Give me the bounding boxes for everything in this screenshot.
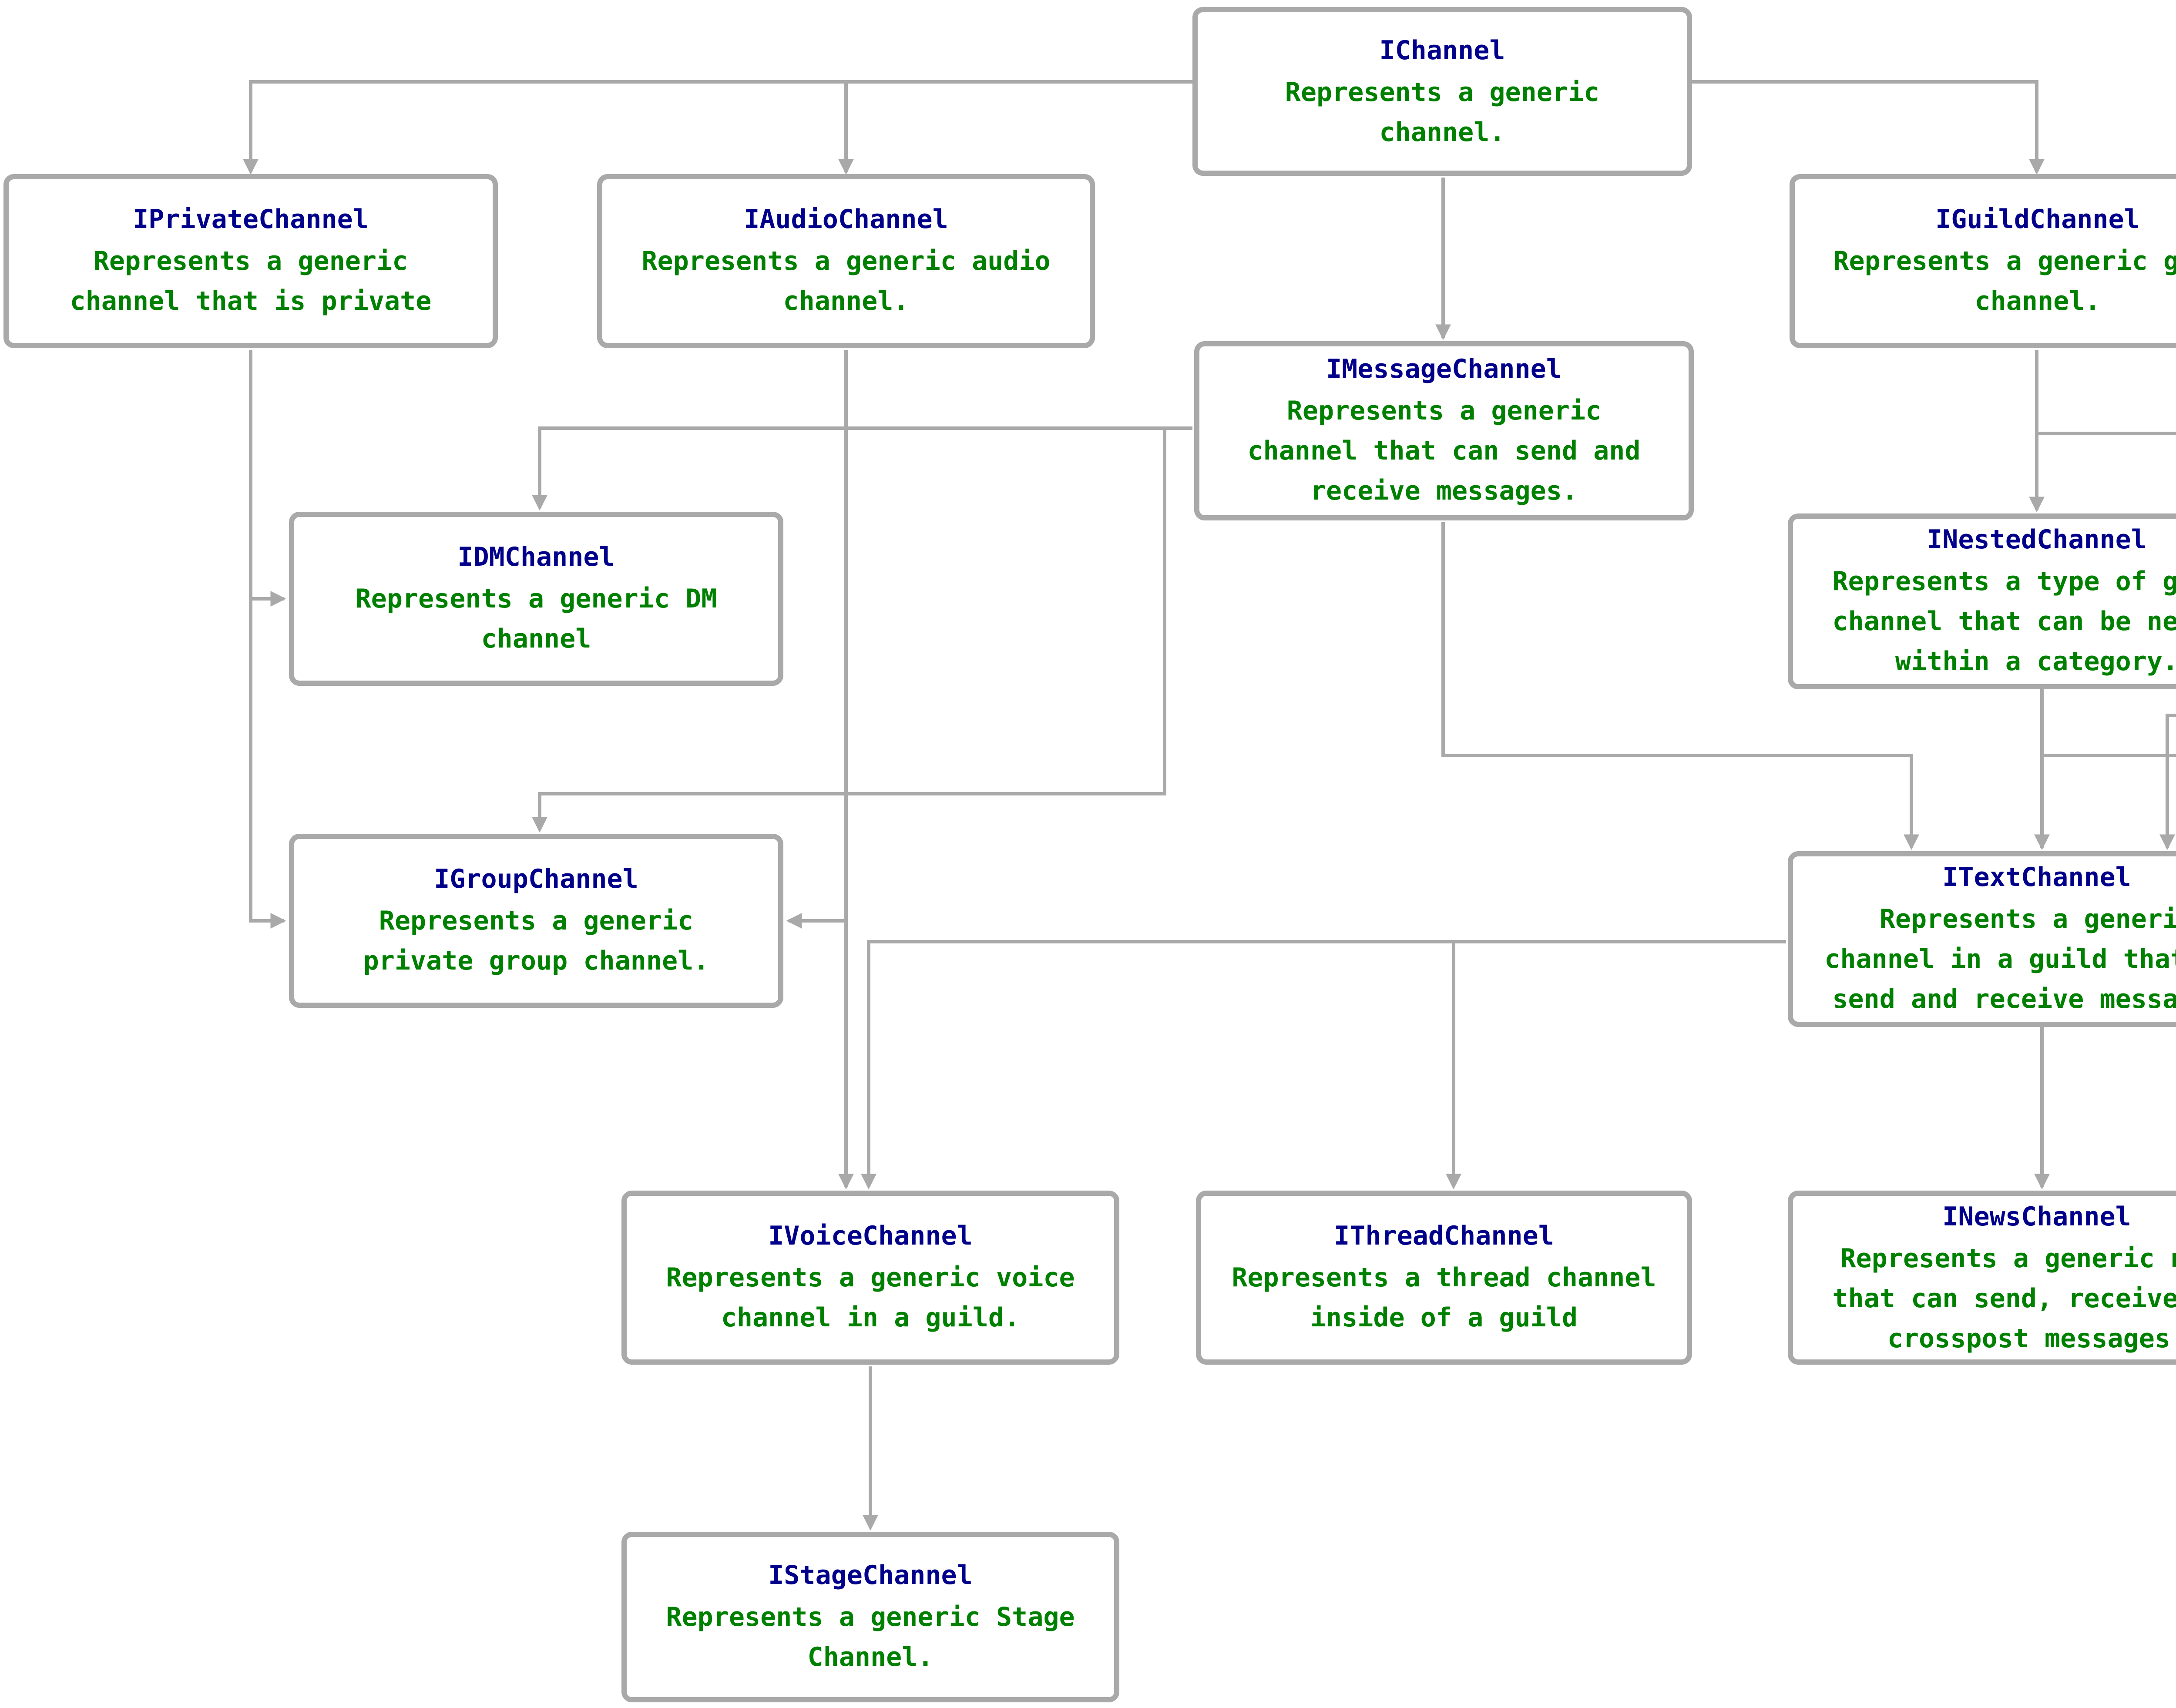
node-description: Represents a generic Stage Channel. bbox=[666, 1601, 1075, 1673]
node-description: Represents a thread channel inside of a … bbox=[1232, 1262, 1656, 1333]
edge-iprivatechannel-igroupchannel bbox=[249, 350, 286, 929]
edge-imessagechannel-itextchannel bbox=[1441, 522, 1919, 850]
node-igroupchannel: IGroupChannel Represents a generic priva… bbox=[289, 834, 783, 1008]
node-inewschannel: INewsChannel Represents a generic news t… bbox=[1788, 1191, 2176, 1365]
node-description: Represents a type of guild channel that … bbox=[1832, 566, 2176, 677]
node-istagechannel: IStageChannel Represents a generic Stage… bbox=[621, 1532, 1119, 1702]
node-iaudiochannel: IAudioChannel Represents a generic audio… bbox=[597, 174, 1095, 348]
node-title: IDMChannel bbox=[457, 541, 615, 573]
node-title: IMessageChannel bbox=[1326, 353, 1562, 385]
node-title: ITextChannel bbox=[1942, 862, 2131, 893]
node-title: IStageChannel bbox=[768, 1560, 973, 1591]
node-title: IVoiceChannel bbox=[768, 1220, 973, 1252]
node-idmchannel: IDMChannel Represents a generic DM chann… bbox=[289, 512, 783, 686]
node-title: IThreadChannel bbox=[1334, 1220, 1554, 1252]
node-title: IGuildChannel bbox=[1935, 204, 2140, 235]
node-description: Represents a generic news that can send,… bbox=[1832, 1242, 2176, 1353]
node-description: Represents a generic channel. bbox=[1285, 76, 1600, 147]
edge-itextchannel-ivoicechannel bbox=[861, 940, 1786, 1190]
edge-ichannel-iaudiochannel bbox=[838, 80, 1192, 175]
edge-imessagechannel-igroupchannel bbox=[532, 428, 1166, 833]
node-title: IGroupChannel bbox=[434, 863, 638, 895]
node-description: Represents a generic DM channel bbox=[355, 583, 717, 654]
node-imessagechannel: IMessageChannel Represents a generic cha… bbox=[1194, 341, 1694, 520]
node-ichannel: IChannel Represents a generic channel. bbox=[1192, 7, 1692, 176]
node-title: INestedChannel bbox=[1927, 524, 2147, 555]
edge-iprivatechannel-idmchannel bbox=[249, 350, 286, 607]
node-description: Represents a generic guild channel. bbox=[1833, 245, 2176, 317]
node-description: Represents a generic voice channel in a … bbox=[666, 1262, 1075, 1333]
edge-imessagechannel-idmchannel bbox=[532, 426, 1192, 511]
edge-ichannel-iguildchannel bbox=[1692, 80, 2045, 175]
node-itextchannel: ITextChannel Represents a generic channe… bbox=[1788, 851, 2176, 1027]
edge-iaudiochannel-igroupchannel bbox=[786, 350, 848, 929]
node-iguildchannel: IGuildChannel Represents a generic guild… bbox=[1790, 174, 2176, 348]
edge-iguildchannel-iintegrationchannel bbox=[2035, 350, 2176, 435]
node-title: INewsChannel bbox=[1942, 1200, 2131, 1232]
node-description: Represents a generic audio channel. bbox=[641, 245, 1051, 317]
node-ithreadchannel: IThreadChannel Represents a thread chann… bbox=[1196, 1191, 1692, 1365]
node-iprivatechannel: IPrivateChannel Represents a generic cha… bbox=[3, 174, 498, 348]
edge-ichannel-iprivatechannel bbox=[243, 80, 1192, 175]
edge-itextchannel-ithreadchannel bbox=[1446, 940, 1786, 1190]
node-ivoicechannel: IVoiceChannel Represents a generic voice… bbox=[621, 1191, 1119, 1365]
node-description: Represents a generic private group chann… bbox=[363, 905, 709, 976]
node-description: Represents a generic channel that can se… bbox=[1247, 395, 1641, 507]
edge-iintegrationchannel-itextchannel bbox=[2159, 714, 2176, 850]
node-title: IPrivateChannel bbox=[133, 204, 369, 235]
edge-inestedchannel-iforumchannel bbox=[2040, 689, 2176, 757]
node-inestedchannel: INestedChannel Represents a type of guil… bbox=[1788, 513, 2176, 689]
node-description: Represents a generic channel that is pri… bbox=[70, 245, 432, 317]
node-title: IAudioChannel bbox=[744, 204, 948, 235]
node-description: Represents a generic channel in a guild … bbox=[1824, 903, 2176, 1015]
node-title: IChannel bbox=[1379, 34, 1505, 65]
